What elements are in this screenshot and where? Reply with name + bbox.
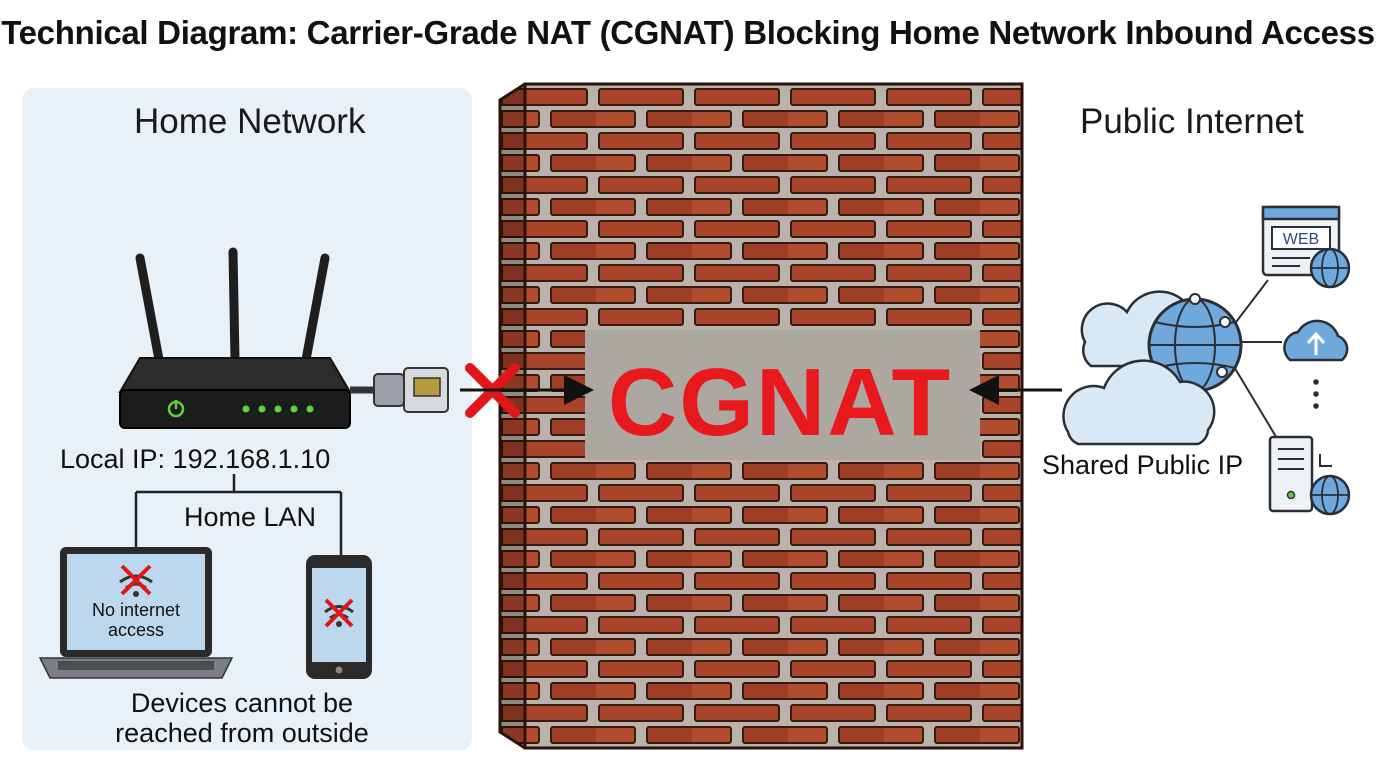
no-wifi-icon (119, 564, 153, 597)
local-ip-label: Local IP: 192.168.1.10 (60, 444, 331, 474)
web-label: WEB (1283, 231, 1319, 248)
devices-caption-line2: reached from outside (115, 718, 369, 748)
diagram-title: Technical Diagram: Carrier-Grade NAT (CG… (1, 14, 1375, 51)
devices-caption-line1: Devices cannot be (130, 688, 354, 718)
public-internet-heading: Public Internet (1080, 102, 1304, 141)
phone-icon (306, 555, 372, 679)
shared-public-ip-label: Shared Public IP (1042, 450, 1244, 480)
laptop-status-text: No internet access (67, 600, 205, 640)
laptop-icon (38, 547, 234, 679)
more-dots-icon (1313, 379, 1319, 409)
devices-caption: Devices cannot be reached from outside (82, 688, 402, 748)
web-page-icon: WEB (1261, 205, 1351, 289)
cloud-upload-icon (1283, 319, 1349, 362)
globe-icon (1147, 293, 1243, 393)
server-icon (1268, 435, 1351, 516)
home-network-heading: Home Network (134, 102, 366, 141)
laptop-status-line2: access (107, 620, 165, 640)
ethernet-plug-icon (350, 367, 449, 413)
lan-connection-lines (134, 474, 343, 555)
brick-wall (498, 82, 1024, 750)
no-wifi-icon (324, 598, 354, 628)
laptop-status-line1: No internet (91, 600, 181, 620)
cloud-icon (1062, 359, 1216, 446)
router-icon (118, 247, 352, 429)
cgnat-label: CGNAT (608, 349, 952, 456)
concrete-patch (585, 330, 980, 460)
home-lan-label: Home LAN (184, 502, 317, 532)
